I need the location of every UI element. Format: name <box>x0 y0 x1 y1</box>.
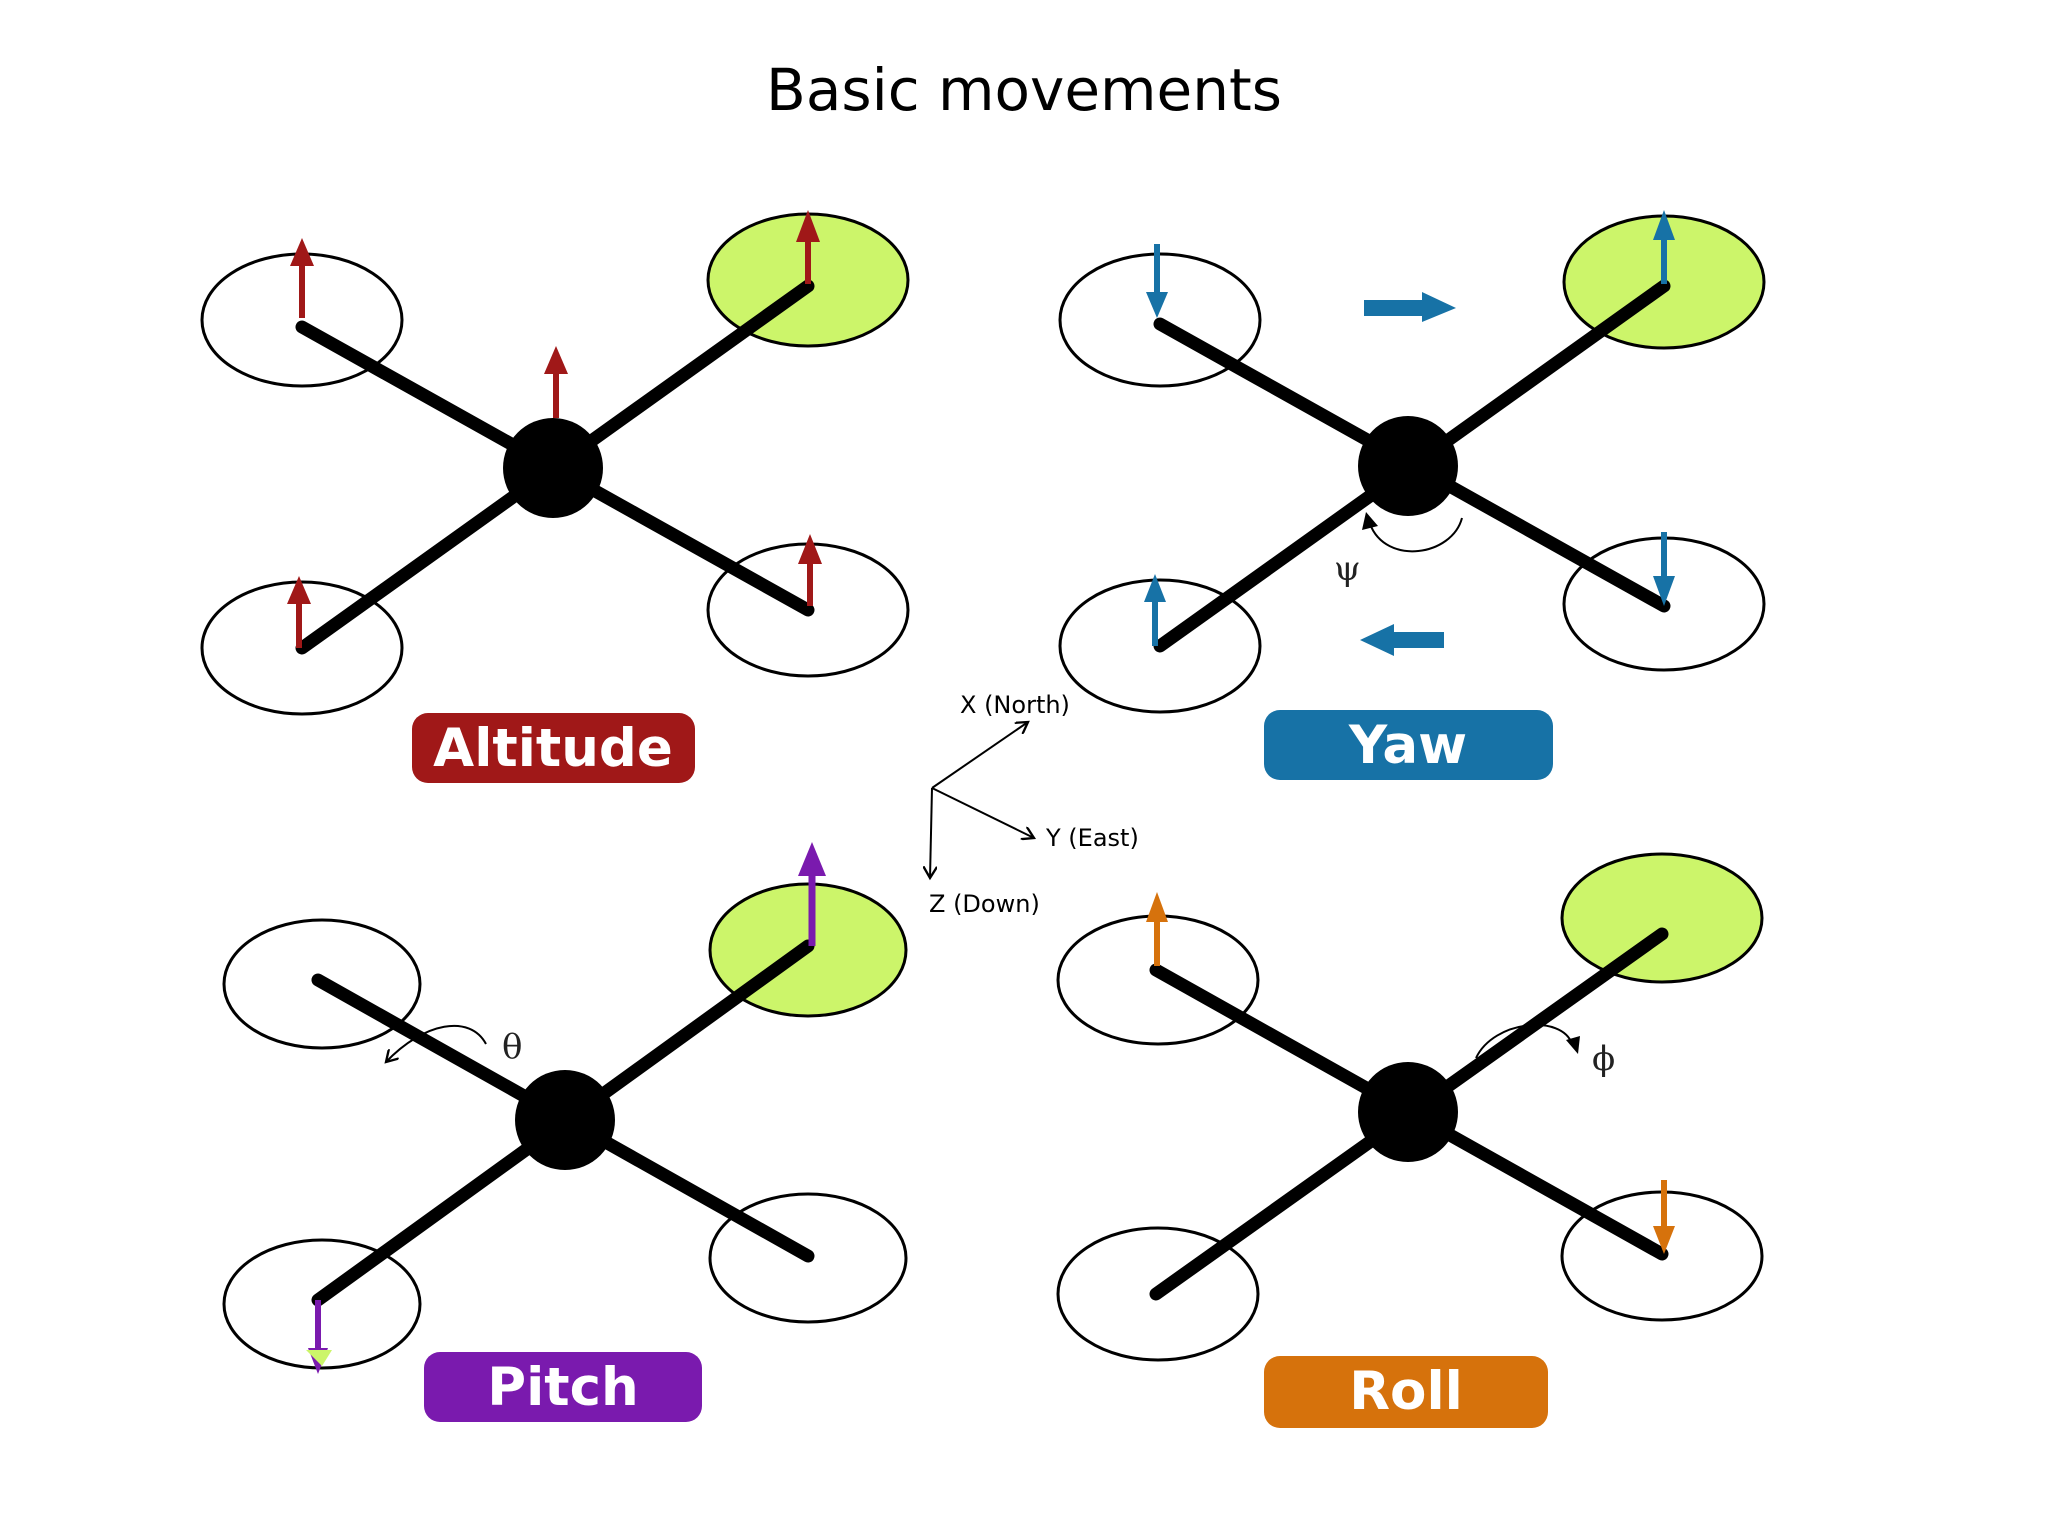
yaw-rotation-arrowhead <box>1362 512 1378 530</box>
z-axis-arrow <box>930 787 932 878</box>
altitude-panel: Altitude <box>200 210 910 783</box>
yaw-angle-symbol: ψ <box>1334 549 1361 589</box>
frame-hub <box>515 1070 615 1170</box>
altitude-label: Altitude <box>433 718 673 779</box>
rotor-rear-right <box>708 1192 908 1324</box>
thrust-up-arrow <box>1144 574 1166 646</box>
roll-label: Roll <box>1349 1361 1463 1422</box>
page-title: Basic movements <box>766 56 1282 124</box>
pitch-rotation-arrow <box>386 1024 487 1062</box>
rotor-highlight-fragment <box>306 1350 332 1366</box>
thrust-up-arrow <box>290 238 314 318</box>
x-axis-label: X (North) <box>960 691 1070 719</box>
rotor-front-right-highlighted <box>1560 852 1764 984</box>
roll-angle-symbol: ϕ <box>1592 1039 1615 1079</box>
rotor-rear-left <box>1056 1226 1260 1362</box>
altitude-label-badge <box>412 713 695 783</box>
thrust-up-arrow <box>1653 210 1675 284</box>
yaw-rotation-arrow <box>1369 517 1463 553</box>
z-axis-label: Z (Down) <box>929 890 1040 918</box>
pitch-label-badge <box>424 1352 702 1422</box>
y-axis-label: Y (East) <box>1045 824 1139 852</box>
yaw-label: Yaw <box>1348 715 1467 776</box>
yaw-label-badge <box>1264 710 1553 780</box>
frame-hub <box>503 418 603 518</box>
rotor-rear-left <box>200 580 404 716</box>
pitch-label: Pitch <box>487 1357 639 1418</box>
thrust-up-arrow <box>287 576 311 648</box>
yaw-flow-arrow-right <box>1364 292 1456 322</box>
frame-hub <box>1358 1062 1458 1162</box>
frame-hub <box>1358 416 1458 516</box>
thrust-up-arrow <box>798 534 822 606</box>
y-axis-arrow <box>931 787 1034 838</box>
thrust-down-arrow <box>1653 532 1675 606</box>
thrust-up-arrow <box>544 346 568 418</box>
rotor-rear-left <box>222 1238 422 1370</box>
thrust-up-arrow <box>796 210 820 284</box>
yaw-panel: ψ Yaw <box>1058 210 1766 780</box>
coordinate-axes: X (North) Y (East) Z (Down) <box>929 691 1139 918</box>
roll-panel: ϕ Roll <box>1056 852 1764 1428</box>
thrust-down-arrow <box>1653 1180 1675 1254</box>
roll-rotation-arrowhead <box>1566 1036 1580 1054</box>
yaw-flow-arrow-left <box>1360 624 1444 656</box>
rotor-front-left <box>222 918 422 1050</box>
thrust-up-arrow <box>798 842 826 946</box>
thrust-up-arrow <box>1146 892 1168 966</box>
thrust-down-arrow <box>308 1300 328 1374</box>
rotor-rear-left <box>1058 578 1262 714</box>
roll-label-badge <box>1264 1356 1548 1428</box>
roll-rotation-arrow <box>1475 1023 1573 1059</box>
thrust-down-arrow <box>1146 244 1168 318</box>
pitch-angle-symbol: θ <box>502 1027 522 1067</box>
x-axis-arrow <box>931 722 1028 789</box>
pitch-panel: θ Pitch <box>222 842 908 1422</box>
